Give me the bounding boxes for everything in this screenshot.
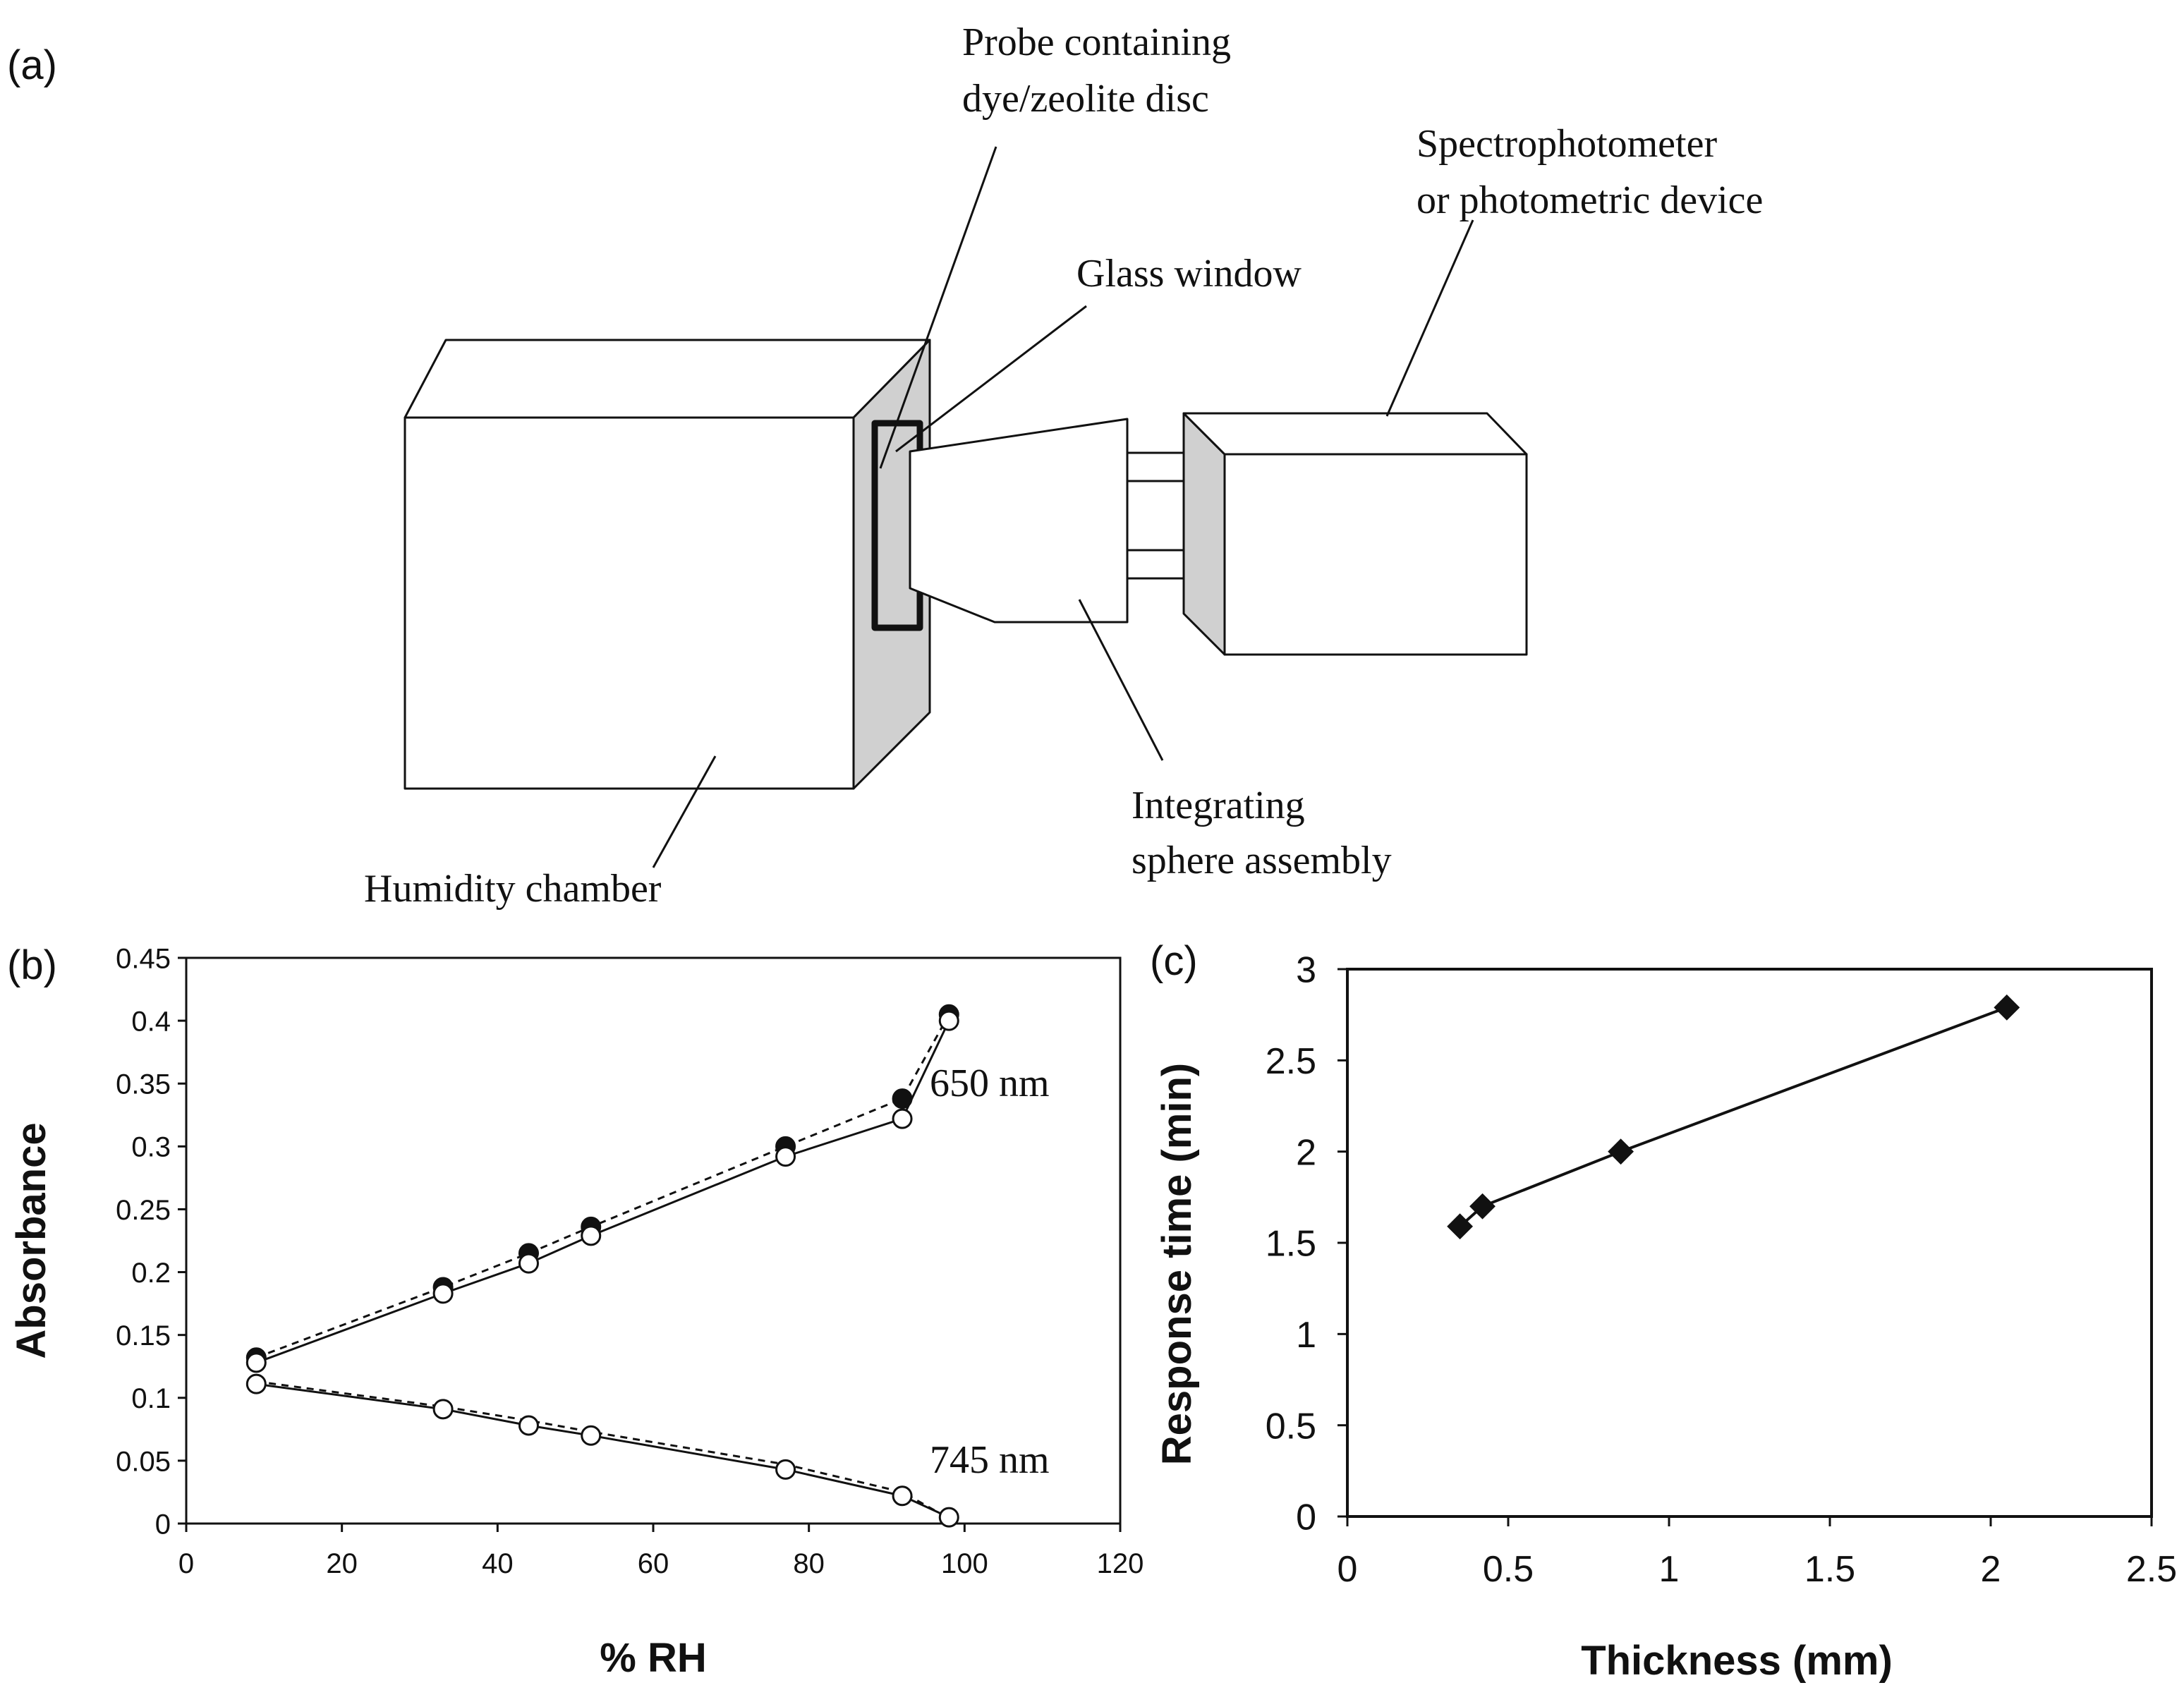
series-3-point [775,1459,796,1480]
y-tick-label: 0.2 [131,1258,171,1289]
glass-window-label: Glass window [1076,252,1302,296]
series-1-point [245,1352,267,1373]
y-axis-label: Absorbance [8,1122,54,1358]
y-tick-label: 0.3 [131,1132,171,1163]
y-tick-label: 0.45 [116,943,171,974]
humidity-chamber-top-face [404,339,931,419]
spectrophotometer-leader-line [1385,219,1474,417]
series-3-point [892,1485,913,1507]
panel-c-label: (c) [1150,938,1198,984]
y-tick-label: 0.25 [116,1195,171,1226]
x-tick-label: 2.5 [2126,1549,2177,1590]
glass-window-leader-line [895,305,1087,453]
series-1-point [518,1253,539,1274]
probe-leader-line [879,146,997,469]
integrating-sphere-label-line2: sphere assembly [1132,839,1392,882]
spectrophotometer-front-face [1223,453,1528,656]
x-tick-label: 1.5 [1804,1549,1855,1590]
humidity-chamber-leader-line [652,755,717,868]
plot-frame [1346,968,2153,1518]
x-axis-label: Thickness (mm) [1581,1638,1893,1684]
y-tick-label: 0.05 [116,1446,171,1477]
y-tick-label: 0.35 [116,1069,171,1100]
y-tick-label: 2.5 [1266,1041,1316,1082]
x-tick-label: 100 [941,1548,988,1579]
x-tick-label: 0 [1337,1549,1358,1590]
y-tick-label: 0 [1296,1497,1316,1538]
series-1-point [775,1146,796,1167]
series-0-line [1459,1006,2008,1228]
x-axis-label: % RH [600,1635,706,1681]
absorbance-chart: 0 20 40 60 80 100 120 0 0.05 0.1 0.15 0.2 0.25 0.3 0.3… [8,943,1143,1681]
y-tick-label: 0.1 [131,1383,171,1414]
series-0-point [1608,1138,1634,1165]
series-3-point [245,1373,267,1394]
panel-b-label: (b) [7,942,57,988]
y-tick-label: 1.5 [1266,1224,1316,1265]
series-0-point [1447,1213,1474,1240]
spectrophotometer-top-face [1182,412,1528,456]
series-0-point [1994,994,2020,1021]
series-3-point [938,1507,959,1528]
series-1-point [892,1108,913,1129]
y-tick-label: 3 [1296,950,1316,991]
humidity-chamber-front-face [404,416,855,790]
y-tick-label: 0.15 [116,1320,171,1351]
series-1-point [581,1225,602,1246]
x-tick-label: 20 [326,1548,358,1579]
spectrophotometer-label-line1: Spectrophotometer [1416,122,1717,166]
probe-label-line2: dye/zeolite disc [962,77,1209,121]
series-1-point [432,1283,454,1304]
y-tick-label: 0.4 [131,1007,171,1038]
series-3-point [432,1399,454,1420]
x-tick-label: 80 [793,1548,825,1579]
x-tick-label: 1 [1659,1549,1680,1590]
x-tick-label: 2 [1981,1549,2001,1590]
y-tick-label: 0 [155,1509,171,1540]
spectrophotometer-label-line2: or photometric device [1416,178,1763,222]
label-745nm: 745 nm [930,1438,1050,1482]
integrating-sphere-assembly [909,418,1129,624]
x-tick-label: 120 [1097,1548,1144,1579]
label-650nm: 650 nm [930,1062,1050,1105]
y-tick-label: 0.5 [1266,1406,1316,1447]
leader-lines [652,146,1474,868]
y-tick-label: 1 [1296,1315,1316,1356]
panel-a-label: (a) [7,42,57,88]
probe-label-line1: Probe containing [962,20,1231,64]
series-1-point [938,1010,959,1031]
y-axis-label: Response time (min) [1154,1063,1200,1465]
x-tick-label: 0.5 [1483,1549,1534,1590]
humidity-chamber-label: Humidity chamber [364,867,662,911]
x-tick-label: 40 [482,1548,514,1579]
apparatus-diagram [404,146,1528,868]
x-tick-label: 60 [638,1548,669,1579]
integrating-sphere-leader-line [1078,599,1164,761]
integrating-sphere-label-line1: Integrating [1132,784,1305,827]
series-0-point [1469,1193,1496,1220]
plot-frame [185,956,1122,1525]
series-3-point [518,1415,539,1436]
x-tick-label: 0 [178,1548,194,1579]
y-tick-label: 2 [1296,1132,1316,1173]
series-3-point [581,1425,602,1446]
